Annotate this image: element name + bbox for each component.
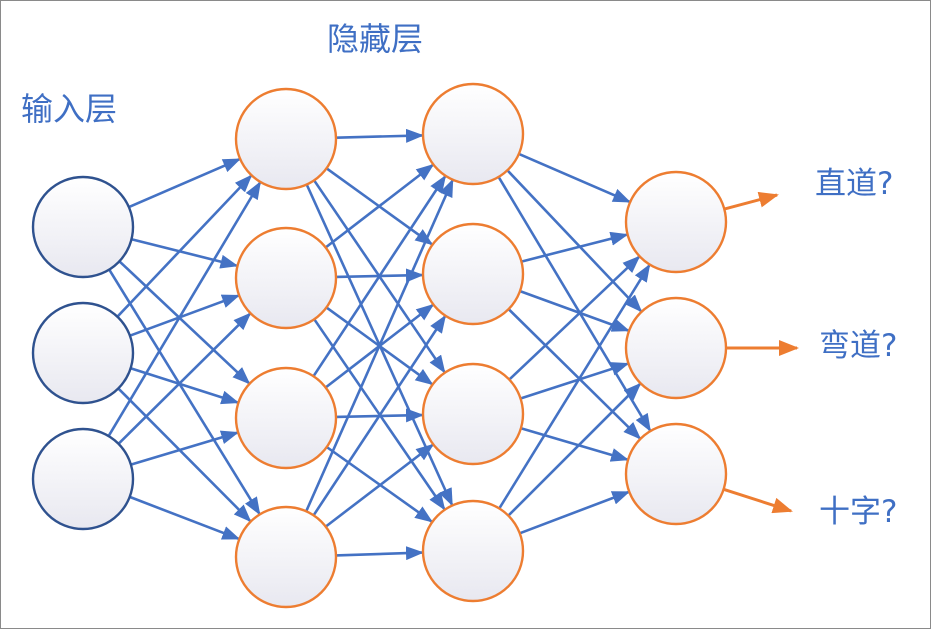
output-label-cross: 十字? — [819, 494, 898, 530]
output-node-2 — [624, 296, 728, 400]
hidden-layer-label: 隐藏层 — [327, 20, 424, 58]
hidden2-node-4 — [421, 499, 525, 603]
edge-hidden2-1-to-output-1 — [518, 152, 632, 203]
edge-hidden2-4-to-output-2 — [507, 382, 642, 517]
hidden2-node-1 — [421, 82, 525, 186]
edge-hidden2-3-to-output-1 — [508, 255, 641, 381]
input-node-1 — [31, 175, 135, 279]
output-arrow-3 — [723, 487, 793, 514]
edge-input-1-to-hidden1-3 — [118, 260, 251, 385]
edge-input-3-to-hidden1-4 — [129, 495, 241, 540]
edge-input-2-to-hidden1-2 — [129, 294, 241, 337]
hidden1-node-4 — [234, 505, 338, 609]
edge-input-2-to-hidden1-3 — [130, 366, 240, 405]
output-arrow-1 — [723, 191, 779, 211]
edge-input-1-to-hidden1-2 — [131, 237, 239, 269]
edge-hidden1-3-to-hidden2-4 — [325, 445, 434, 523]
edge-hidden2-1-to-output-2 — [506, 169, 643, 313]
edge-input-2-to-hidden1-1 — [116, 174, 253, 318]
input-layer-label: 输入层 — [21, 90, 118, 128]
input-node-3 — [31, 427, 135, 531]
edge-hidden1-4-to-hidden2-1 — [305, 178, 454, 512]
edge-hidden1-1-to-hidden2-1 — [335, 128, 424, 143]
edge-hidden1-3-to-hidden2-1 — [312, 174, 447, 377]
edge-hidden1-4-to-hidden2-2 — [312, 314, 447, 517]
edge-hidden1-4-to-hidden2-3 — [324, 443, 435, 528]
edge-hidden1-4-to-hidden2-4 — [335, 546, 424, 561]
edge-input-1-to-hidden1-4 — [108, 268, 261, 516]
edge-hidden2-3-to-output-3 — [520, 426, 630, 462]
edge-input-2-to-hidden1-4 — [117, 387, 252, 523]
output-label-straight: 直道? — [815, 166, 894, 202]
hidden1-node-2 — [234, 226, 338, 330]
edge-input-3-to-hidden1-1 — [107, 181, 262, 437]
output-label-curve: 弯道? — [819, 328, 898, 364]
edge-input-1-to-hidden1-1 — [128, 158, 242, 209]
edge-hidden1-2-to-hidden2-1 — [324, 163, 435, 249]
hidden2-node-3 — [421, 362, 525, 466]
edge-hidden2-3-to-output-2 — [520, 362, 630, 400]
connection-edges — [107, 128, 652, 561]
hidden1-node-1 — [234, 87, 338, 191]
hidden2-node-2 — [421, 222, 525, 326]
edge-hidden2-4-to-output-3 — [519, 490, 631, 535]
input-node-2 — [31, 301, 135, 405]
output-node-1 — [624, 170, 728, 274]
hidden1-node-3 — [234, 366, 338, 470]
edge-hidden2-2-to-output-2 — [519, 289, 630, 332]
edge-hidden2-2-to-output-3 — [507, 308, 642, 440]
edge-input-3-to-hidden1-2 — [117, 312, 252, 445]
edge-input-3-to-hidden1-3 — [130, 430, 240, 466]
output-node-3 — [624, 422, 728, 526]
edge-hidden2-2-to-output-1 — [521, 231, 629, 263]
edge-hidden2-4-to-output-1 — [498, 263, 651, 510]
